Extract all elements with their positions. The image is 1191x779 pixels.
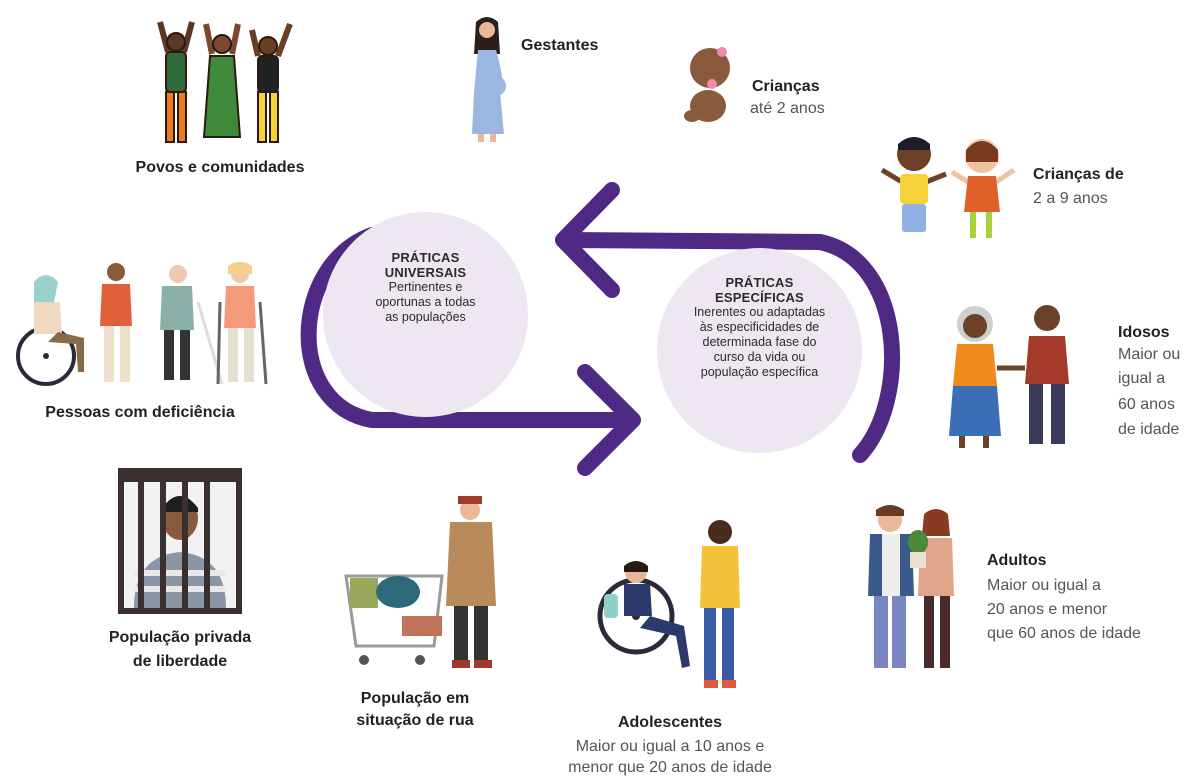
people-raising-arms-icon: [157, 21, 293, 143]
idosos-sub-4: de idade: [1118, 421, 1180, 438]
deficiencia-title: Pessoas com deficiência: [45, 404, 235, 421]
privada-title-2: de liberdade: [132, 653, 228, 670]
adultos-sub-1: Maior ou igual a: [987, 577, 1101, 594]
prisoner-behind-bars-icon: [118, 468, 242, 614]
povos-title: Povos e comunidades: [135, 159, 305, 176]
children-jumping-icon: [880, 137, 1016, 238]
gestantes-title: Gestantes: [521, 37, 599, 54]
specific-description: Inerentes ou adaptadas às especificidade…: [693, 305, 826, 379]
specific-title-1: PRÁTICAS: [725, 275, 794, 290]
criancas2-subtitle: até 2 anos: [750, 100, 825, 117]
adolescentes-sub-2: menor que 20 anos de idade: [568, 759, 772, 776]
adolescentes-title: Adolescentes: [617, 714, 723, 731]
criancas2-title: Crianças: [752, 78, 820, 95]
adolescentes-sub-1: Maior ou igual a 10 anos e: [575, 738, 765, 755]
adultos-sub-3: que 60 anos de idade: [987, 625, 1141, 642]
teenagers-icon: [597, 520, 740, 688]
rua-title-2: situação de rua: [356, 712, 474, 729]
upper-arrow-head: [555, 182, 620, 298]
idosos-sub-3: 60 anos: [1118, 396, 1175, 413]
adultos-sub-2: 20 anos e menor: [987, 601, 1108, 618]
people-with-disabilities-icon: [16, 262, 268, 386]
universal-practices-circle: PRÁTICAS UNIVERSAIS Pertinentes e oportu…: [323, 212, 528, 417]
homeless-man-cart-icon: [344, 496, 496, 668]
adult-couple-icon: [868, 505, 954, 668]
criancas9-subtitle: 2 a 9 anos: [1033, 190, 1108, 207]
universal-title-1: PRÁTICAS: [391, 250, 460, 265]
criancas9-title: Crianças de: [1033, 166, 1124, 183]
specific-title-2: ESPECÍFICAS: [715, 290, 804, 305]
privada-title-1: População privada: [108, 629, 252, 646]
idosos-title: Idosos: [1118, 324, 1170, 341]
baby-icon: [684, 47, 730, 122]
universal-title-2: UNIVERSAIS: [384, 265, 467, 280]
idosos-sub-1: Maior ou: [1118, 346, 1181, 363]
universal-description: Pertinentes e oportunas a todas as popul…: [375, 280, 476, 324]
pregnant-woman-icon: [472, 17, 506, 142]
adultos-title: Adultos: [987, 552, 1047, 569]
lower-arrow-head: [577, 364, 641, 476]
upper-arrow-path: [557, 232, 900, 463]
specific-practices-circle: PRÁTICAS ESPECÍFICAS Inerentes ou adapta…: [657, 248, 862, 453]
rua-title-1: População em: [360, 690, 470, 707]
elderly-couple-icon: [949, 305, 1069, 448]
idosos-sub-2: igual a: [1118, 370, 1166, 387]
